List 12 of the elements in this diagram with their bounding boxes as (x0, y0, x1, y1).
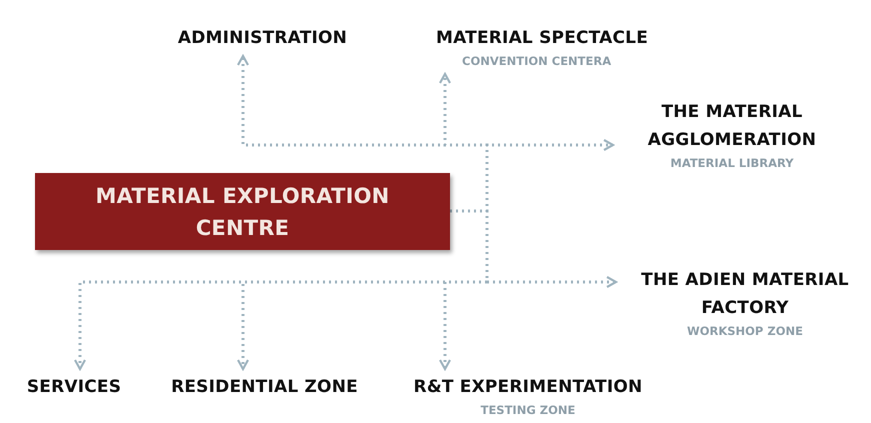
zone-heading: ADMINISTRATION (178, 27, 348, 50)
zone-subtitle: CONVENTION CENTERA (461, 53, 612, 70)
zone-heading: RESIDENTIAL ZONE (171, 376, 358, 399)
zone-subtitle: TESTING ZONE (480, 402, 576, 419)
zone-heading: THE ADIEN MATERIAL FACTORY (640, 269, 850, 320)
zone-heading: THE MATERIAL AGGLOMERATION (646, 101, 818, 152)
title-box: MATERIAL EXPLORATION CENTRE (35, 173, 450, 250)
zone-heading: MATERIAL SPECTACLE (436, 27, 648, 50)
zone-heading: R&T EXPERIMENTATION (414, 376, 642, 399)
zone-subtitle: MATERIAL LIBRARY (669, 155, 795, 172)
zone-subtitle: WORKSHOP ZONE (686, 323, 804, 340)
zone-heading: SERVICES (26, 376, 122, 399)
